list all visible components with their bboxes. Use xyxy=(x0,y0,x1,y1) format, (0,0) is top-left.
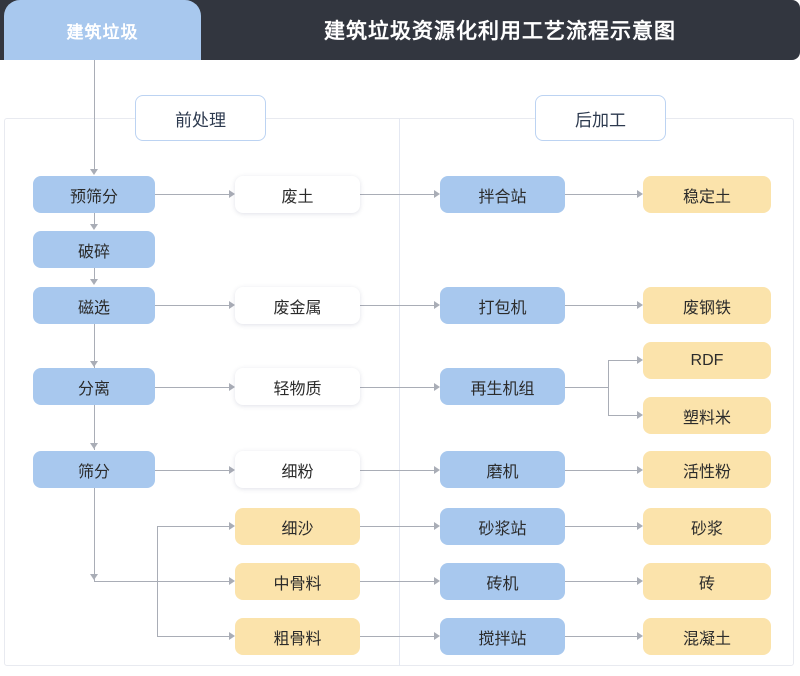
connector-mixing-station-to-stabilized-soil xyxy=(565,194,640,195)
node-rdf[interactable]: RDF xyxy=(643,342,771,379)
connector-concrete-station-to-concrete xyxy=(565,636,640,637)
connector-coarse-aggregate-to-concrete-station xyxy=(360,636,437,637)
arrowhead-right-recycling-unit xyxy=(434,383,440,391)
connector-to-fine-sand xyxy=(157,526,232,527)
node-prescreen[interactable]: 预筛分 xyxy=(33,176,155,213)
node-baler[interactable]: 打包机 xyxy=(440,287,565,324)
node-fine-sand[interactable]: 细沙 xyxy=(235,508,360,545)
connector-aggregate-main xyxy=(94,581,232,582)
node-fine-powder[interactable]: 细粉 xyxy=(235,451,360,488)
arrowhead-right-coarseaggregate xyxy=(229,632,235,640)
node-plastic-pellets[interactable]: 塑料米 xyxy=(643,397,771,434)
node-crush[interactable]: 破碎 xyxy=(33,231,155,268)
connector-mortar-station-to-mortar xyxy=(565,526,640,527)
arrowhead-down-magnetic xyxy=(90,279,98,285)
arrowhead-right-finesand xyxy=(229,522,235,530)
node-mill[interactable]: 磨机 xyxy=(440,451,565,488)
arrowhead-right-brick-machine xyxy=(434,577,440,585)
arrowhead-right-mixing-station xyxy=(434,190,440,198)
node-mortar[interactable]: 砂浆 xyxy=(643,508,771,545)
connector-mid-aggregate-to-brick-machine xyxy=(360,581,437,582)
arrowhead-right-active-powder xyxy=(637,466,643,474)
node-separation[interactable]: 分离 xyxy=(33,368,155,405)
node-concrete-station[interactable]: 搅拌站 xyxy=(440,618,565,655)
connector-waste-soil-to-mixing-station xyxy=(360,194,437,195)
node-scrap-metal[interactable]: 废金属 xyxy=(235,287,360,324)
node-mortar-station[interactable]: 砂浆站 xyxy=(440,508,565,545)
arrowhead-right-concrete xyxy=(637,632,643,640)
node-coarse-aggregate[interactable]: 粗骨料 xyxy=(235,618,360,655)
node-stabilized-soil[interactable]: 稳定土 xyxy=(643,176,771,213)
node-screening[interactable]: 筛分 xyxy=(33,451,155,488)
arrowhead-right-concrete-station xyxy=(434,632,440,640)
arrowhead-down-screen xyxy=(90,443,98,449)
stage-label-pretreatment: 前处理 xyxy=(135,95,266,141)
connector-recycling-unit-bracket xyxy=(608,360,609,416)
connector-screen-down-trunk xyxy=(94,488,95,581)
header-tab-construction-waste[interactable]: 建筑垃圾 xyxy=(4,0,201,60)
arrowhead-right-rdf xyxy=(637,356,643,364)
connector-separate-to-screen xyxy=(94,405,95,450)
node-concrete[interactable]: 混凝土 xyxy=(643,618,771,655)
node-recycling-unit[interactable]: 再生机组 xyxy=(440,368,565,405)
arrowhead-right-baler xyxy=(434,301,440,309)
connector-aggregate-bracket xyxy=(157,526,158,636)
connector-to-rdf xyxy=(608,360,640,361)
connector-baler-to-scrap-steel xyxy=(565,305,640,306)
node-brick[interactable]: 砖 xyxy=(643,563,771,600)
arrowhead-right-stabilized-soil xyxy=(637,190,643,198)
arrowhead-down-prescreen xyxy=(90,169,98,175)
connector-magnetic-to-separate xyxy=(94,324,95,368)
page-title: 建筑垃圾资源化利用工艺流程示意图 xyxy=(324,20,676,43)
arrowhead-right-plastic-pellets xyxy=(637,411,643,419)
connector-to-coarse-aggregate xyxy=(157,636,232,637)
connector-crush-to-magnetic xyxy=(94,268,95,280)
connector-waste-to-prescreen xyxy=(94,60,95,170)
arrowhead-right-mill xyxy=(434,466,440,474)
connector-brick-machine-to-brick xyxy=(565,581,640,582)
arrowhead-right-midaggregate xyxy=(229,577,235,585)
node-brick-machine[interactable]: 砖机 xyxy=(440,563,565,600)
stage-label-postprocessing: 后加工 xyxy=(535,95,666,141)
connector-mill-to-active-powder xyxy=(565,470,640,471)
stage-divider xyxy=(399,118,400,666)
arrowhead-right-scrap-metal xyxy=(229,301,235,309)
arrowhead-down-separate xyxy=(90,361,98,367)
node-mid-aggregate[interactable]: 中骨料 xyxy=(235,563,360,600)
connector-fine-powder-to-mill xyxy=(360,470,437,471)
connector-to-plastic-pellets xyxy=(608,415,640,416)
connector-separate-to-light-material xyxy=(155,387,232,388)
node-waste-soil[interactable]: 废土 xyxy=(235,176,360,213)
node-magnetic-separation[interactable]: 磁选 xyxy=(33,287,155,324)
arrowhead-right-light-material xyxy=(229,383,235,391)
arrowhead-down-crush xyxy=(90,224,98,230)
arrowhead-right-mortar xyxy=(637,522,643,530)
node-mixing-station[interactable]: 拌合站 xyxy=(440,176,565,213)
node-scrap-steel[interactable]: 废钢铁 xyxy=(643,287,771,324)
connector-fine-sand-to-mortar-station xyxy=(360,526,437,527)
connector-magnetic-to-scrap-metal xyxy=(155,305,232,306)
node-active-powder[interactable]: 活性粉 xyxy=(643,451,771,488)
connector-scrap-metal-to-baler xyxy=(360,305,437,306)
arrowhead-right-scrap-steel xyxy=(637,301,643,309)
connector-screen-to-fine-powder xyxy=(155,470,232,471)
connector-prescreen-to-waste-soil xyxy=(155,194,232,195)
arrowhead-right-fine-powder xyxy=(229,466,235,474)
connector-recycling-unit-stem xyxy=(565,387,609,388)
node-light-material[interactable]: 轻物质 xyxy=(235,368,360,405)
arrowhead-down-aggregate-trunk xyxy=(90,574,98,580)
connector-light-material-to-recycling-unit xyxy=(360,387,437,388)
arrowhead-right-mortar-station xyxy=(434,522,440,530)
connector-prescreen-to-crush xyxy=(94,213,95,225)
arrowhead-right-waste-soil xyxy=(229,190,235,198)
arrowhead-right-brick xyxy=(637,577,643,585)
